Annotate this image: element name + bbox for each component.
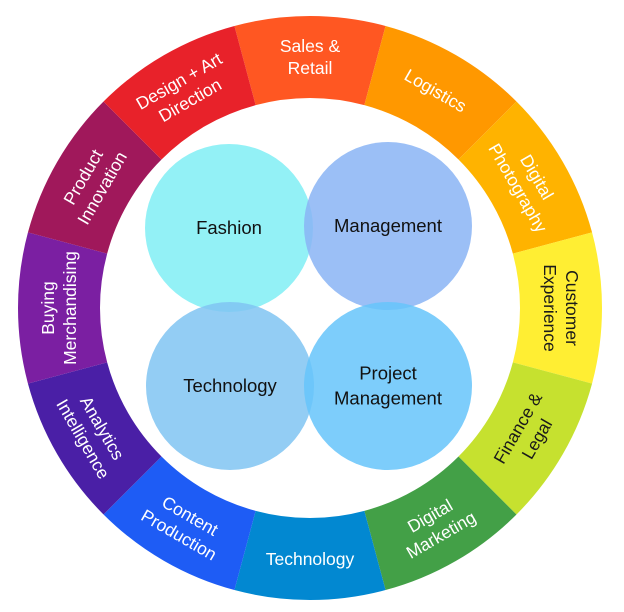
ring-segment-product-innovation [27, 101, 162, 254]
ring-label-line: Merchandising [60, 251, 80, 365]
ring-label-text: Sales &Retail [280, 36, 341, 78]
core-circle-management [304, 142, 472, 310]
ring-segment-digital-marketing [364, 456, 517, 591]
ring-label-line: Customer [562, 270, 582, 346]
core-label-line: Project [359, 363, 417, 384]
ring-label-line: Sales & [280, 36, 341, 56]
ring-label-text: Technology [266, 549, 355, 569]
ring-segment-customer-experience [512, 232, 602, 384]
ring-segment-digital-photography [458, 101, 593, 254]
core-label-line: Fashion [196, 217, 262, 238]
ring-segment-buying-merchandising [17, 232, 108, 384]
core-label-line: Management [334, 388, 442, 409]
core-label-line: Management [334, 215, 442, 236]
core-circle-project-management [304, 302, 472, 470]
ring-label-line: Buying [38, 281, 58, 335]
ring-label-technology: Technology [266, 549, 355, 569]
ring-label-text: CustomerExperience [540, 264, 582, 352]
ring-segment-analytics-intelligence [27, 362, 162, 515]
ring-segment-technology [234, 510, 386, 600]
core-label-fashion: Fashion [196, 217, 262, 238]
ring-segment-design-art-direction [103, 25, 256, 160]
ring-segment-content-production [103, 456, 256, 591]
core-label-management: Management [334, 215, 442, 236]
ring-label-line: Retail [288, 58, 333, 78]
core-circle-technology [146, 302, 314, 470]
core-circle-fashion [145, 144, 313, 312]
ring-segment-logistics [364, 25, 517, 160]
ring-label-customer-experience: CustomerExperience [540, 264, 582, 352]
core-label-technology: Technology [183, 375, 277, 396]
ring-segment-finance-legal [458, 362, 593, 515]
ring-label-line: Technology [266, 549, 355, 569]
ring-label-sales-retail: Sales &Retail [280, 36, 341, 78]
ring-segment-sales-retail [234, 16, 386, 106]
core-label-line: Technology [183, 375, 277, 396]
ring-label-line: Experience [540, 264, 560, 352]
